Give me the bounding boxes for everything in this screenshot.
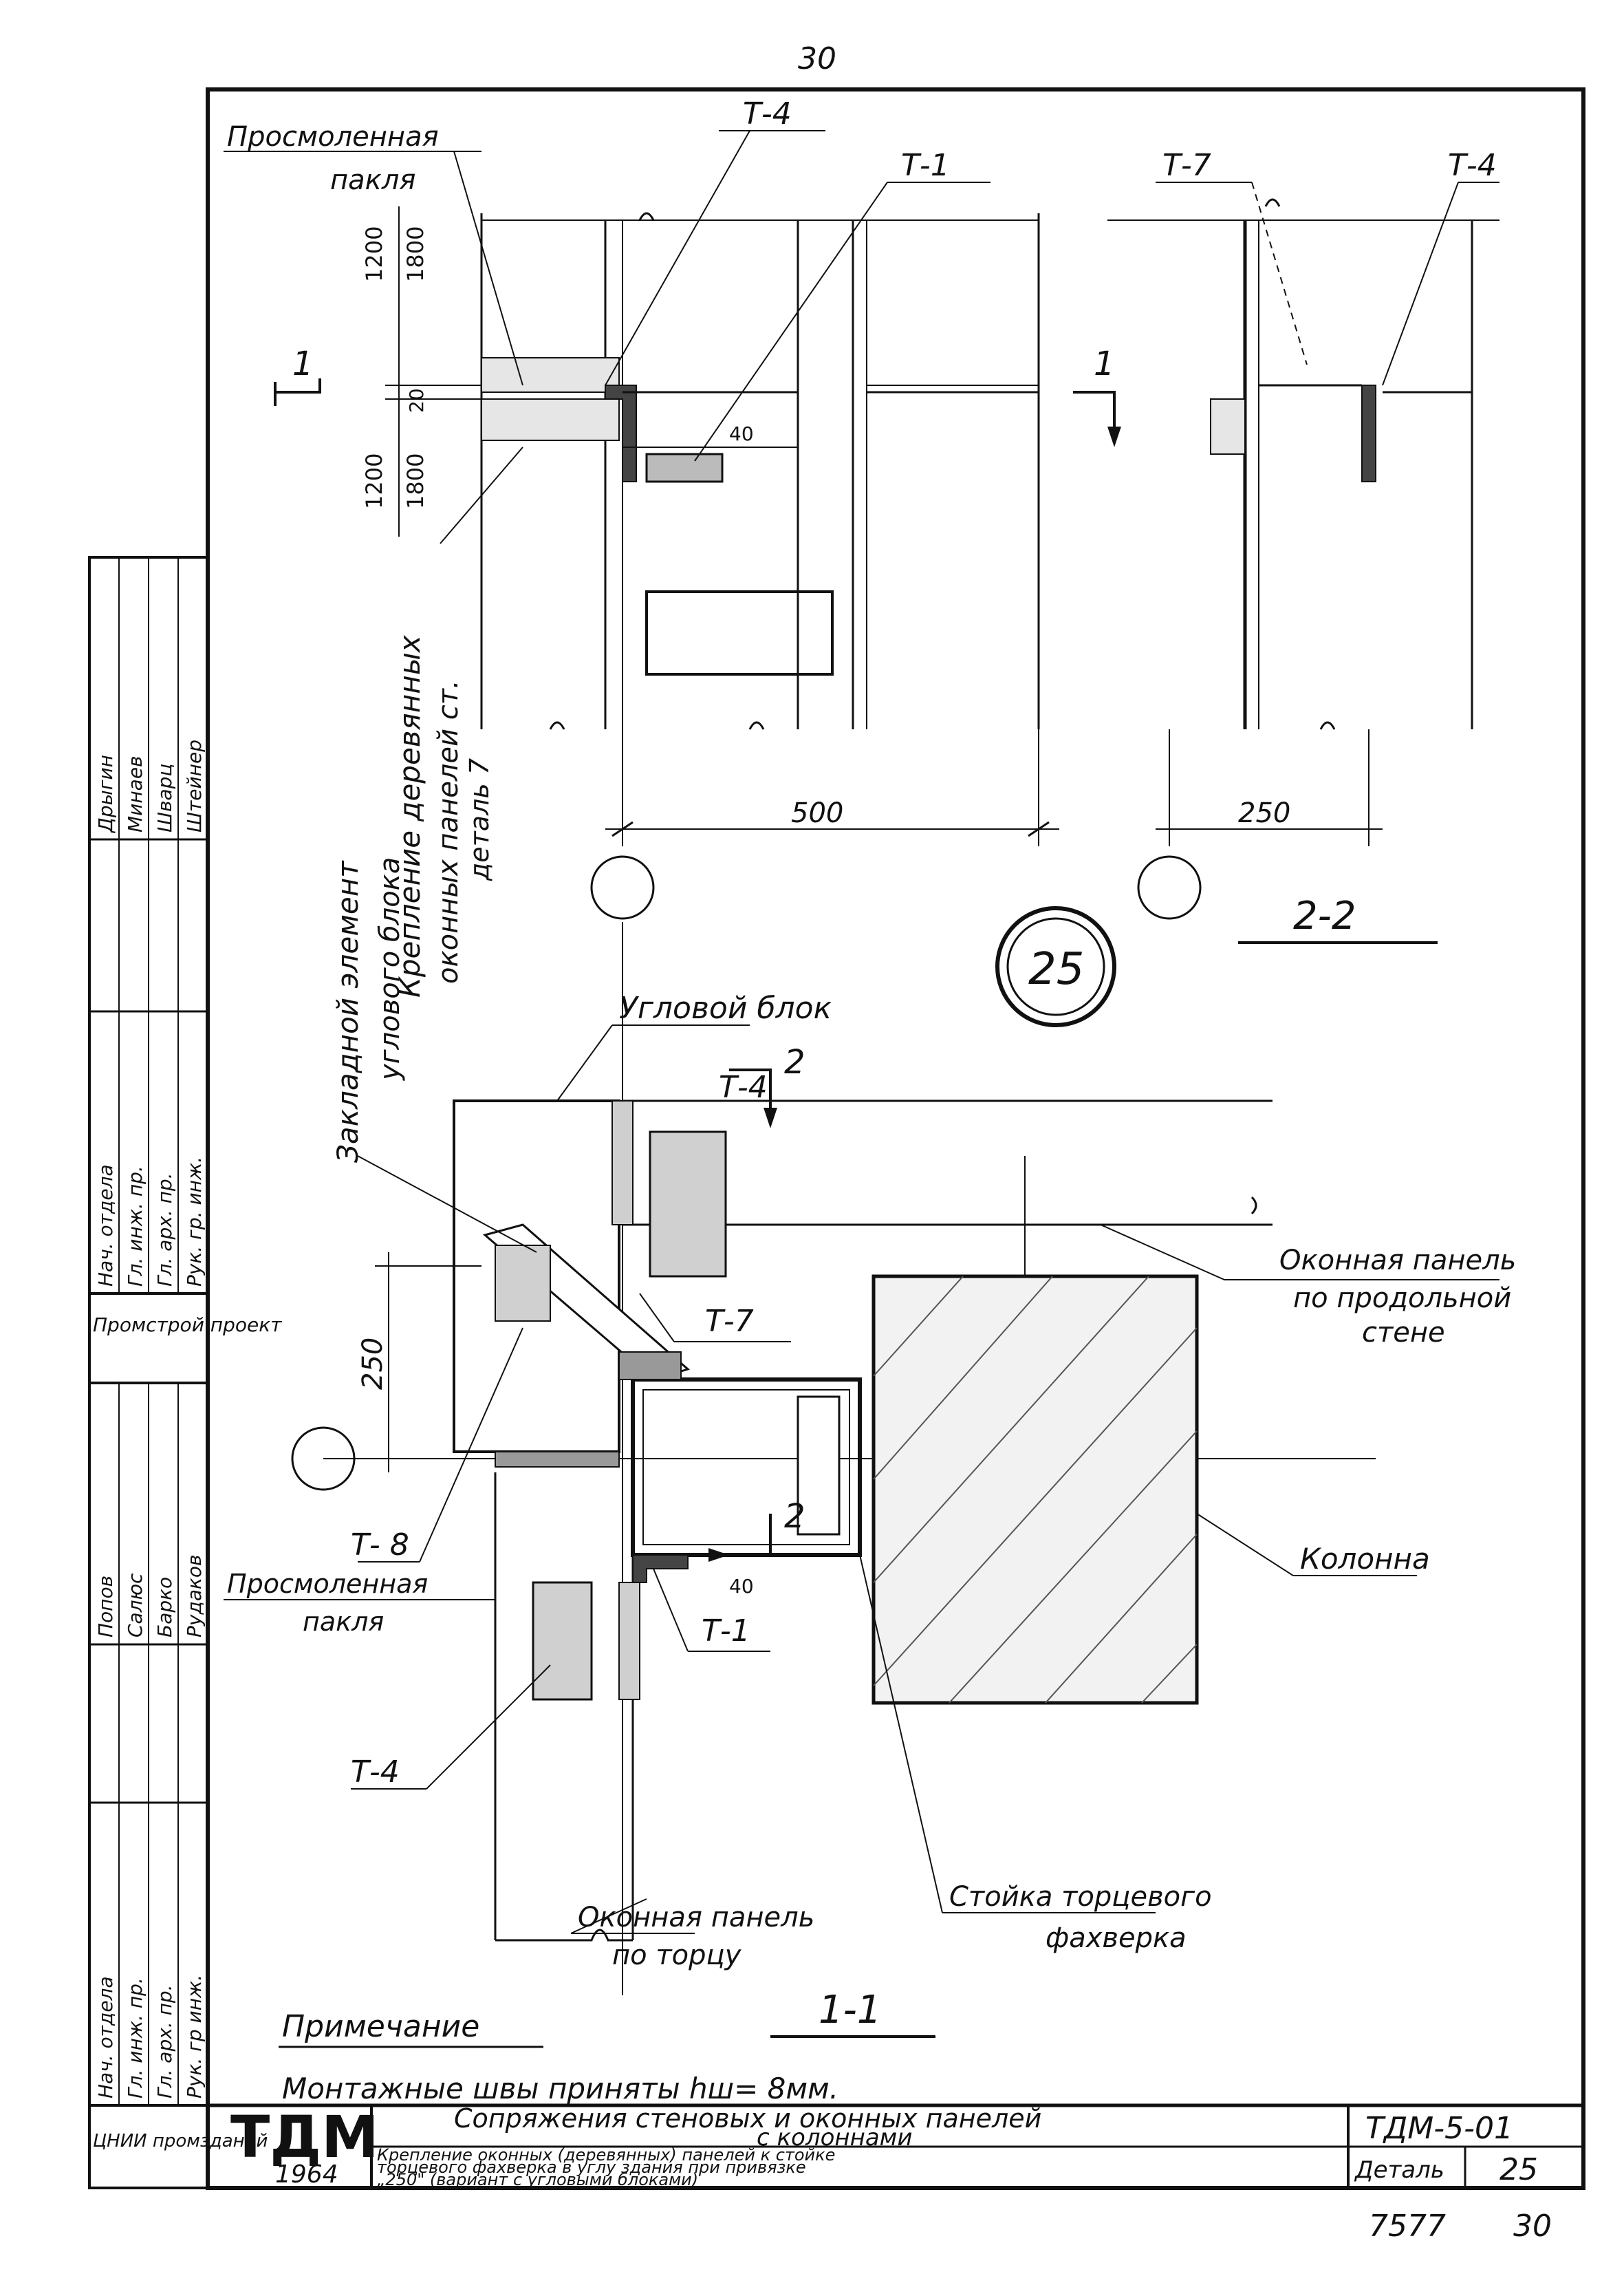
cut-2-top: 2 [784, 1043, 805, 1082]
note-kreplenie-1: Крепление деревянных [393, 634, 426, 998]
stamp-bot-name-4: Рудаков [183, 1554, 206, 1638]
dim-1200-top: 1200 [361, 226, 387, 282]
label-t4-plan-bot: Т-4 [351, 1754, 400, 1790]
desc-line-2: торцевого фахверка в углу здания при при… [377, 2158, 806, 2177]
label-okonnaya-3: стене [1362, 1317, 1445, 1349]
label-t4-top: Т-4 [743, 96, 792, 131]
desc-line-3: „250" (вариант с угловыми блоками) [377, 2170, 698, 2189]
stamp-bot-role-4: Рук. гр инж. [183, 1975, 206, 2098]
section-title-2-2: 2-2 [1293, 894, 1356, 938]
label-uglovoy-blok: Угловой блок [619, 991, 832, 1026]
stamp-top-org: Промстрой проект [93, 1313, 282, 1336]
dim-40-top: 40 [729, 422, 754, 445]
stamp-top-role-3: Гл. арх. пр. [153, 1172, 176, 1287]
label-stoyka-2: фахверка [1046, 1922, 1187, 1954]
desc-line-1: Крепление оконных (деревянных) панелей к… [377, 2145, 835, 2165]
label-t1-plan: Т-1 [702, 1613, 750, 1649]
stamp-bot-org: ЦНИИ промзданий [93, 2131, 268, 2151]
label-okonnaya-1: Оконная панель [1279, 1245, 1516, 1276]
title-year: 1964 [275, 2160, 338, 2189]
stamp-top-name-1: Дрыгин [94, 755, 117, 834]
callout-circle [995, 906, 1116, 1027]
note-kreplenie-3: деталь 7 [464, 758, 495, 881]
stamp-bot-name-3: Барко [153, 1577, 176, 1638]
title-line-2: с колоннами [757, 2124, 912, 2151]
note-zakladnoy-1: Закладной элемент [331, 860, 365, 1163]
label-t8: Т- 8 [351, 1527, 409, 1563]
stamp-bot-role-1: Нач. отдела [94, 1976, 117, 2098]
label-kolonna: Колонна [1300, 1542, 1430, 1576]
label-prosm-plan-1: Просмоленная [227, 1569, 428, 1599]
title-code: ТДМ-5-01 [1365, 2111, 1513, 2146]
detail-number: 25 [1500, 2152, 1538, 2187]
stamp-bot-name-2: Салюс [124, 1573, 147, 1638]
label-t1-top: Т-1 [901, 148, 950, 183]
label-t7-top-right: Т-7 [1162, 148, 1211, 183]
stamp-bot-role-3: Гл. арх. пр. [153, 1984, 176, 2098]
stamp-left-bottom-grid [88, 1382, 209, 2189]
dim-1200-bot: 1200 [361, 453, 387, 509]
label-prosm-pakla-top-2: пакля [330, 164, 415, 196]
detail-label: Деталь [1354, 2156, 1444, 2184]
label-prosm-plan-2: пакля [303, 1607, 384, 1637]
stamp-top-role-4: Рук. гр. инж. [183, 1157, 206, 1287]
section-title-1-1: 1-1 [819, 1988, 881, 2032]
label-t7-plan: Т-7 [705, 1304, 754, 1339]
dim-500: 500 [791, 797, 843, 829]
label-okonnaya-2: по продольной [1293, 1282, 1511, 1314]
dim-1800-bot: 1800 [402, 453, 429, 509]
callout-number: 25 [1028, 944, 1084, 995]
cut-2-bot: 2 [784, 1497, 805, 1536]
note-text: Монтажные швы приняты hш= 8мм. [282, 2072, 838, 2105]
stamp-top-name-3: Шварц [153, 764, 176, 833]
label-t4-top-right: Т-4 [1448, 148, 1497, 183]
note-title: Примечание [282, 2009, 479, 2044]
label-t4-plan-top: Т-4 [719, 1070, 768, 1105]
sheet-number: 7577 [1369, 2209, 1446, 2244]
stamp-top-name-2: Минаев [124, 755, 147, 833]
stamp-top-role-2: Гл. инж. пр. [124, 1166, 147, 1287]
label-stoyka-1: Стойка торцевого [949, 1881, 1212, 1913]
dim-40-plan: 40 [729, 1575, 754, 1598]
tdm-logo: ТДМ [230, 2103, 379, 2171]
cut-mark-1-right: 1 [1094, 345, 1115, 383]
section-top-right [1073, 182, 1500, 944]
stamp-bot-name-1: Попов [94, 1576, 117, 1638]
label-okon-tor-1: Оконная панель [578, 1902, 814, 1933]
label-prosm-pakla-top: Просмоленная [227, 121, 439, 153]
note-kreplenie-2: оконных панелей ст. [433, 680, 464, 984]
title-line-1: Сопряжения стеновых и оконных панелей [454, 2103, 1041, 2134]
dim-20: 20 [405, 388, 428, 413]
page-number-top: 30 [798, 41, 836, 76]
dim-250-plan: 250 [357, 1338, 389, 1390]
page-number-bottom: 30 [1513, 2209, 1552, 2244]
dim-1800-top: 1800 [402, 226, 429, 282]
plan-section [224, 922, 1500, 2038]
dim-250-top-right: 250 [1238, 797, 1290, 829]
note-zakladnoy-2: углового блока [374, 857, 406, 1081]
stamp-top-role-1: Нач. отдела [94, 1164, 117, 1287]
stamp-top-name-4: Штейнер [183, 740, 206, 833]
stamp-bot-role-2: Гл. инж. пр. [124, 1977, 147, 2098]
cut-mark-1-left: 1 [292, 345, 314, 383]
label-okon-tor-2: по торцу [612, 1940, 742, 1971]
section-top-left [224, 130, 1059, 920]
title-block-grid [208, 2103, 1583, 2188]
